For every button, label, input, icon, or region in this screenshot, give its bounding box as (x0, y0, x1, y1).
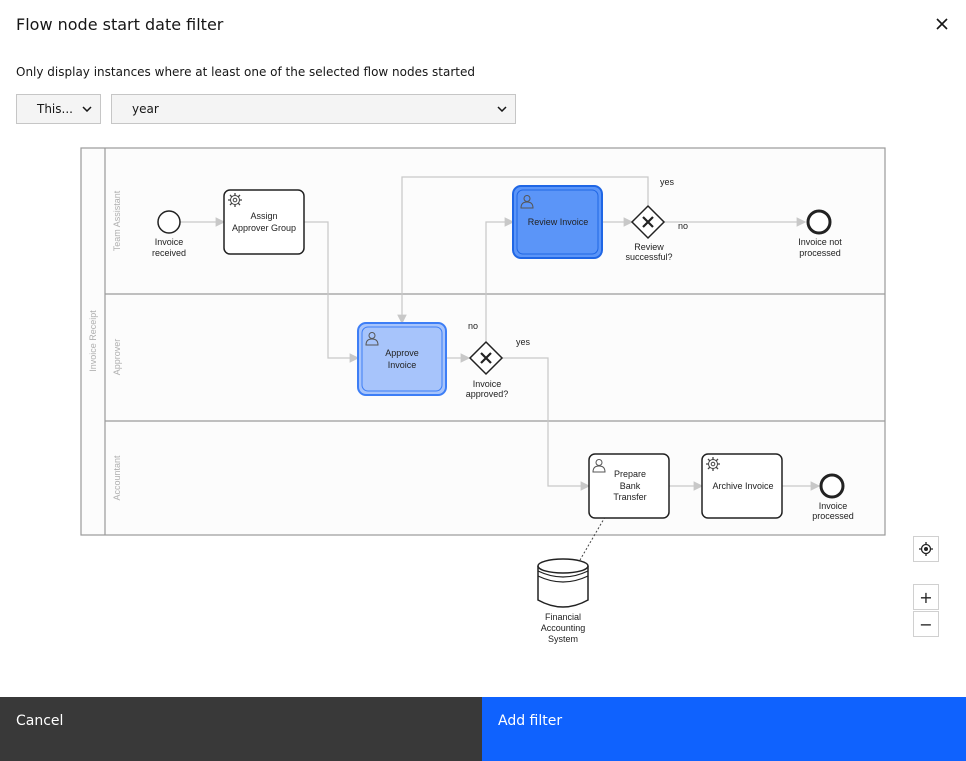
sequence-flows (180, 176, 821, 491)
close-icon (936, 18, 948, 30)
lane-accountant: Accountant (112, 455, 122, 501)
flow-label: no (678, 221, 688, 231)
node-label: Financial (545, 612, 581, 622)
node-label: Transfer (613, 492, 646, 502)
start-event-invoice-received[interactable]: Invoice (155, 210, 184, 247)
close-button[interactable] (926, 10, 958, 38)
date-unit-value: year (132, 102, 159, 116)
crosshair-icon (919, 542, 933, 556)
modal-description: Only display instances where at least on… (16, 65, 476, 79)
lane-approver: Approver (105, 339, 885, 422)
modal-title: Flow node start date filter (16, 15, 224, 34)
task-archive-invoice[interactable]: Archive Invoice (701, 453, 783, 519)
end-event-invoice-not-processed[interactable]: Invoice not processed (798, 209, 842, 258)
flow-label: yes (660, 177, 675, 187)
node-label: Invoice (155, 237, 184, 247)
end-event-invoice-processed[interactable]: Invoice processed (812, 473, 854, 521)
lane-label: Accountant (112, 455, 122, 501)
gateway-review-successful[interactable]: Review successful? (625, 204, 673, 262)
chevron-down-icon (489, 95, 515, 123)
add-filter-button[interactable]: Add filter (482, 697, 966, 761)
date-mode-select[interactable]: This... (16, 94, 101, 124)
zoom-in-button[interactable]: + (913, 584, 939, 610)
date-unit-select[interactable]: year (111, 94, 516, 124)
node-label: Approve (385, 348, 419, 358)
bpmn-diagram[interactable]: Invoice Receipt Team Assistant Approver … (0, 140, 966, 680)
node-label: Review (634, 242, 664, 252)
date-mode-value: This... (37, 102, 73, 116)
node-label: Invoice (819, 501, 848, 511)
task-review-invoice[interactable]: Review Invoice (512, 185, 603, 259)
zoom-out-button[interactable]: − (913, 611, 939, 637)
lane-team-assistant: Team Assistant (105, 190, 885, 295)
node-label: Bank (620, 481, 641, 491)
node-label: processed (799, 248, 841, 258)
node-label: Invoice not (798, 237, 842, 247)
node-label: processed (812, 511, 854, 521)
lane-label: Approver (112, 339, 122, 376)
lane-label: Team Assistant (112, 190, 122, 251)
reset-view-button[interactable] (913, 536, 939, 562)
node-label: Accounting (541, 623, 586, 633)
node-label: Invoice (473, 379, 502, 389)
node-label: Approver Group (232, 223, 296, 233)
node-label: Prepare (614, 469, 646, 479)
flow-label: yes (516, 337, 531, 347)
datastore-financial-accounting[interactable]: Financial Accounting System (537, 558, 589, 644)
cancel-button[interactable]: Cancel (0, 697, 482, 761)
node-label: successful? (625, 252, 672, 262)
task-prepare-bank-transfer[interactable]: Prepare Bank Transfer (588, 453, 670, 519)
node-label: System (548, 634, 578, 644)
node-label: Review Invoice (528, 217, 589, 227)
node-label: approved? (466, 389, 509, 399)
task-approve-invoice[interactable]: Approve Invoice (357, 322, 447, 396)
node-label: Assign (250, 211, 277, 221)
node-label: Archive Invoice (712, 481, 773, 491)
data-association (579, 516, 606, 561)
chevron-down-icon (74, 95, 100, 123)
gateway-invoice-approved[interactable]: Invoice approved? (466, 340, 509, 399)
flow-label: no (468, 321, 478, 331)
pool-label: Invoice Receipt (88, 310, 98, 372)
node-label: Invoice (388, 360, 417, 370)
task-assign-approver-group[interactable]: Assign Approver Group (223, 189, 305, 255)
node-label-line2: received (152, 248, 186, 258)
